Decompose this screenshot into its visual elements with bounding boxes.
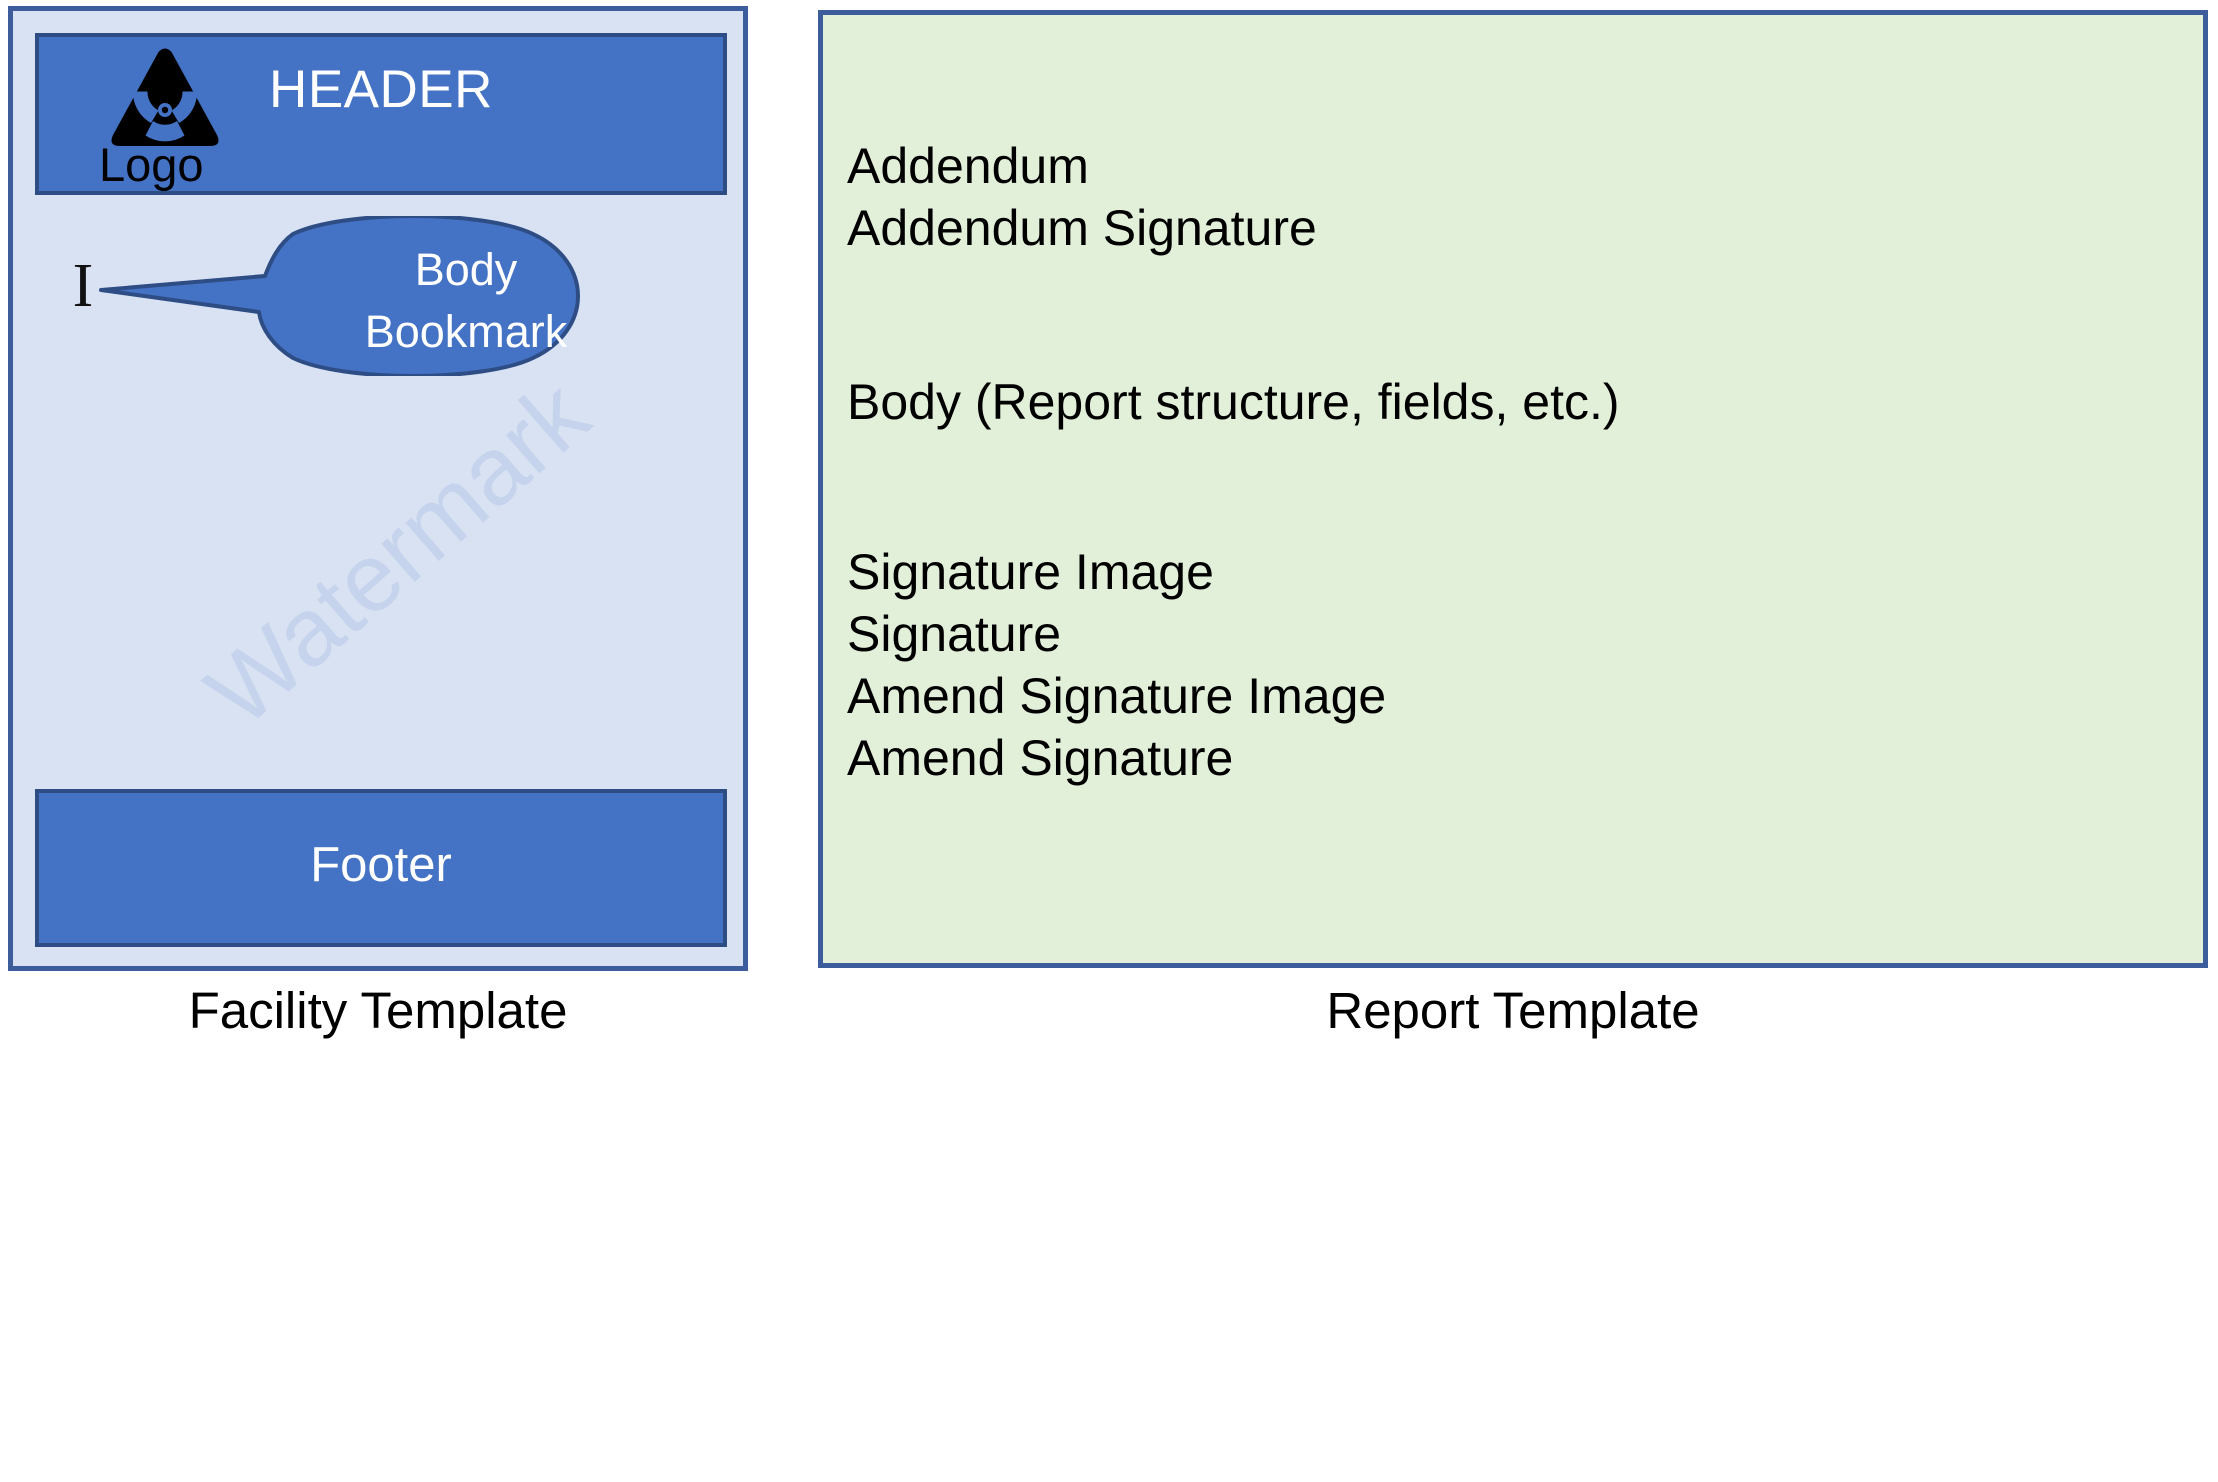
facility-template-caption: Facility Template <box>188 982 568 1039</box>
report-group-addendum: Addendum Addendum Signature <box>847 135 2183 259</box>
report-template-content: Addendum Addendum Signature Body (Report… <box>847 135 2183 789</box>
report-line-amend-signature: Amend Signature <box>847 730 1234 786</box>
report-template-panel: Addendum Addendum Signature Body (Report… <box>818 10 2208 968</box>
facility-footer-band: Footer <box>35 789 727 947</box>
facility-watermark: Watermark <box>186 360 609 747</box>
report-line-body: Body (Report structure, fields, etc.) <box>847 374 1620 430</box>
radiation-triangle-icon <box>111 48 219 146</box>
body-bookmark-marker: I <box>72 252 94 320</box>
report-line-signature-image: Signature Image <box>847 544 1214 600</box>
facility-template-panel: Logo HEADER Watermark I Body Bookmark Fo… <box>8 6 748 971</box>
report-line-amend-signature-image: Amend Signature Image <box>847 668 1387 724</box>
report-group-signatures: Signature Image Signature Amend Signatur… <box>847 541 2183 789</box>
facility-header-title: HEADER <box>269 60 493 119</box>
report-line-signature: Signature <box>847 606 1062 662</box>
report-line-addendum: Addendum <box>847 138 1089 194</box>
facility-header-band: Logo HEADER <box>35 33 727 195</box>
facility-logo-block: Logo <box>97 43 247 201</box>
report-group-body: Body (Report structure, fields, etc.) <box>847 371 2183 433</box>
report-group-spacer-1 <box>847 259 2183 371</box>
report-template-caption: Report Template <box>1326 982 1700 1039</box>
report-group-spacer-2 <box>847 433 2183 541</box>
report-line-addendum-signature: Addendum Signature <box>847 200 1317 256</box>
body-bookmark-callout-shape <box>99 216 580 376</box>
facility-footer-title: Footer <box>310 838 452 892</box>
facility-logo-caption: Logo <box>99 138 204 191</box>
